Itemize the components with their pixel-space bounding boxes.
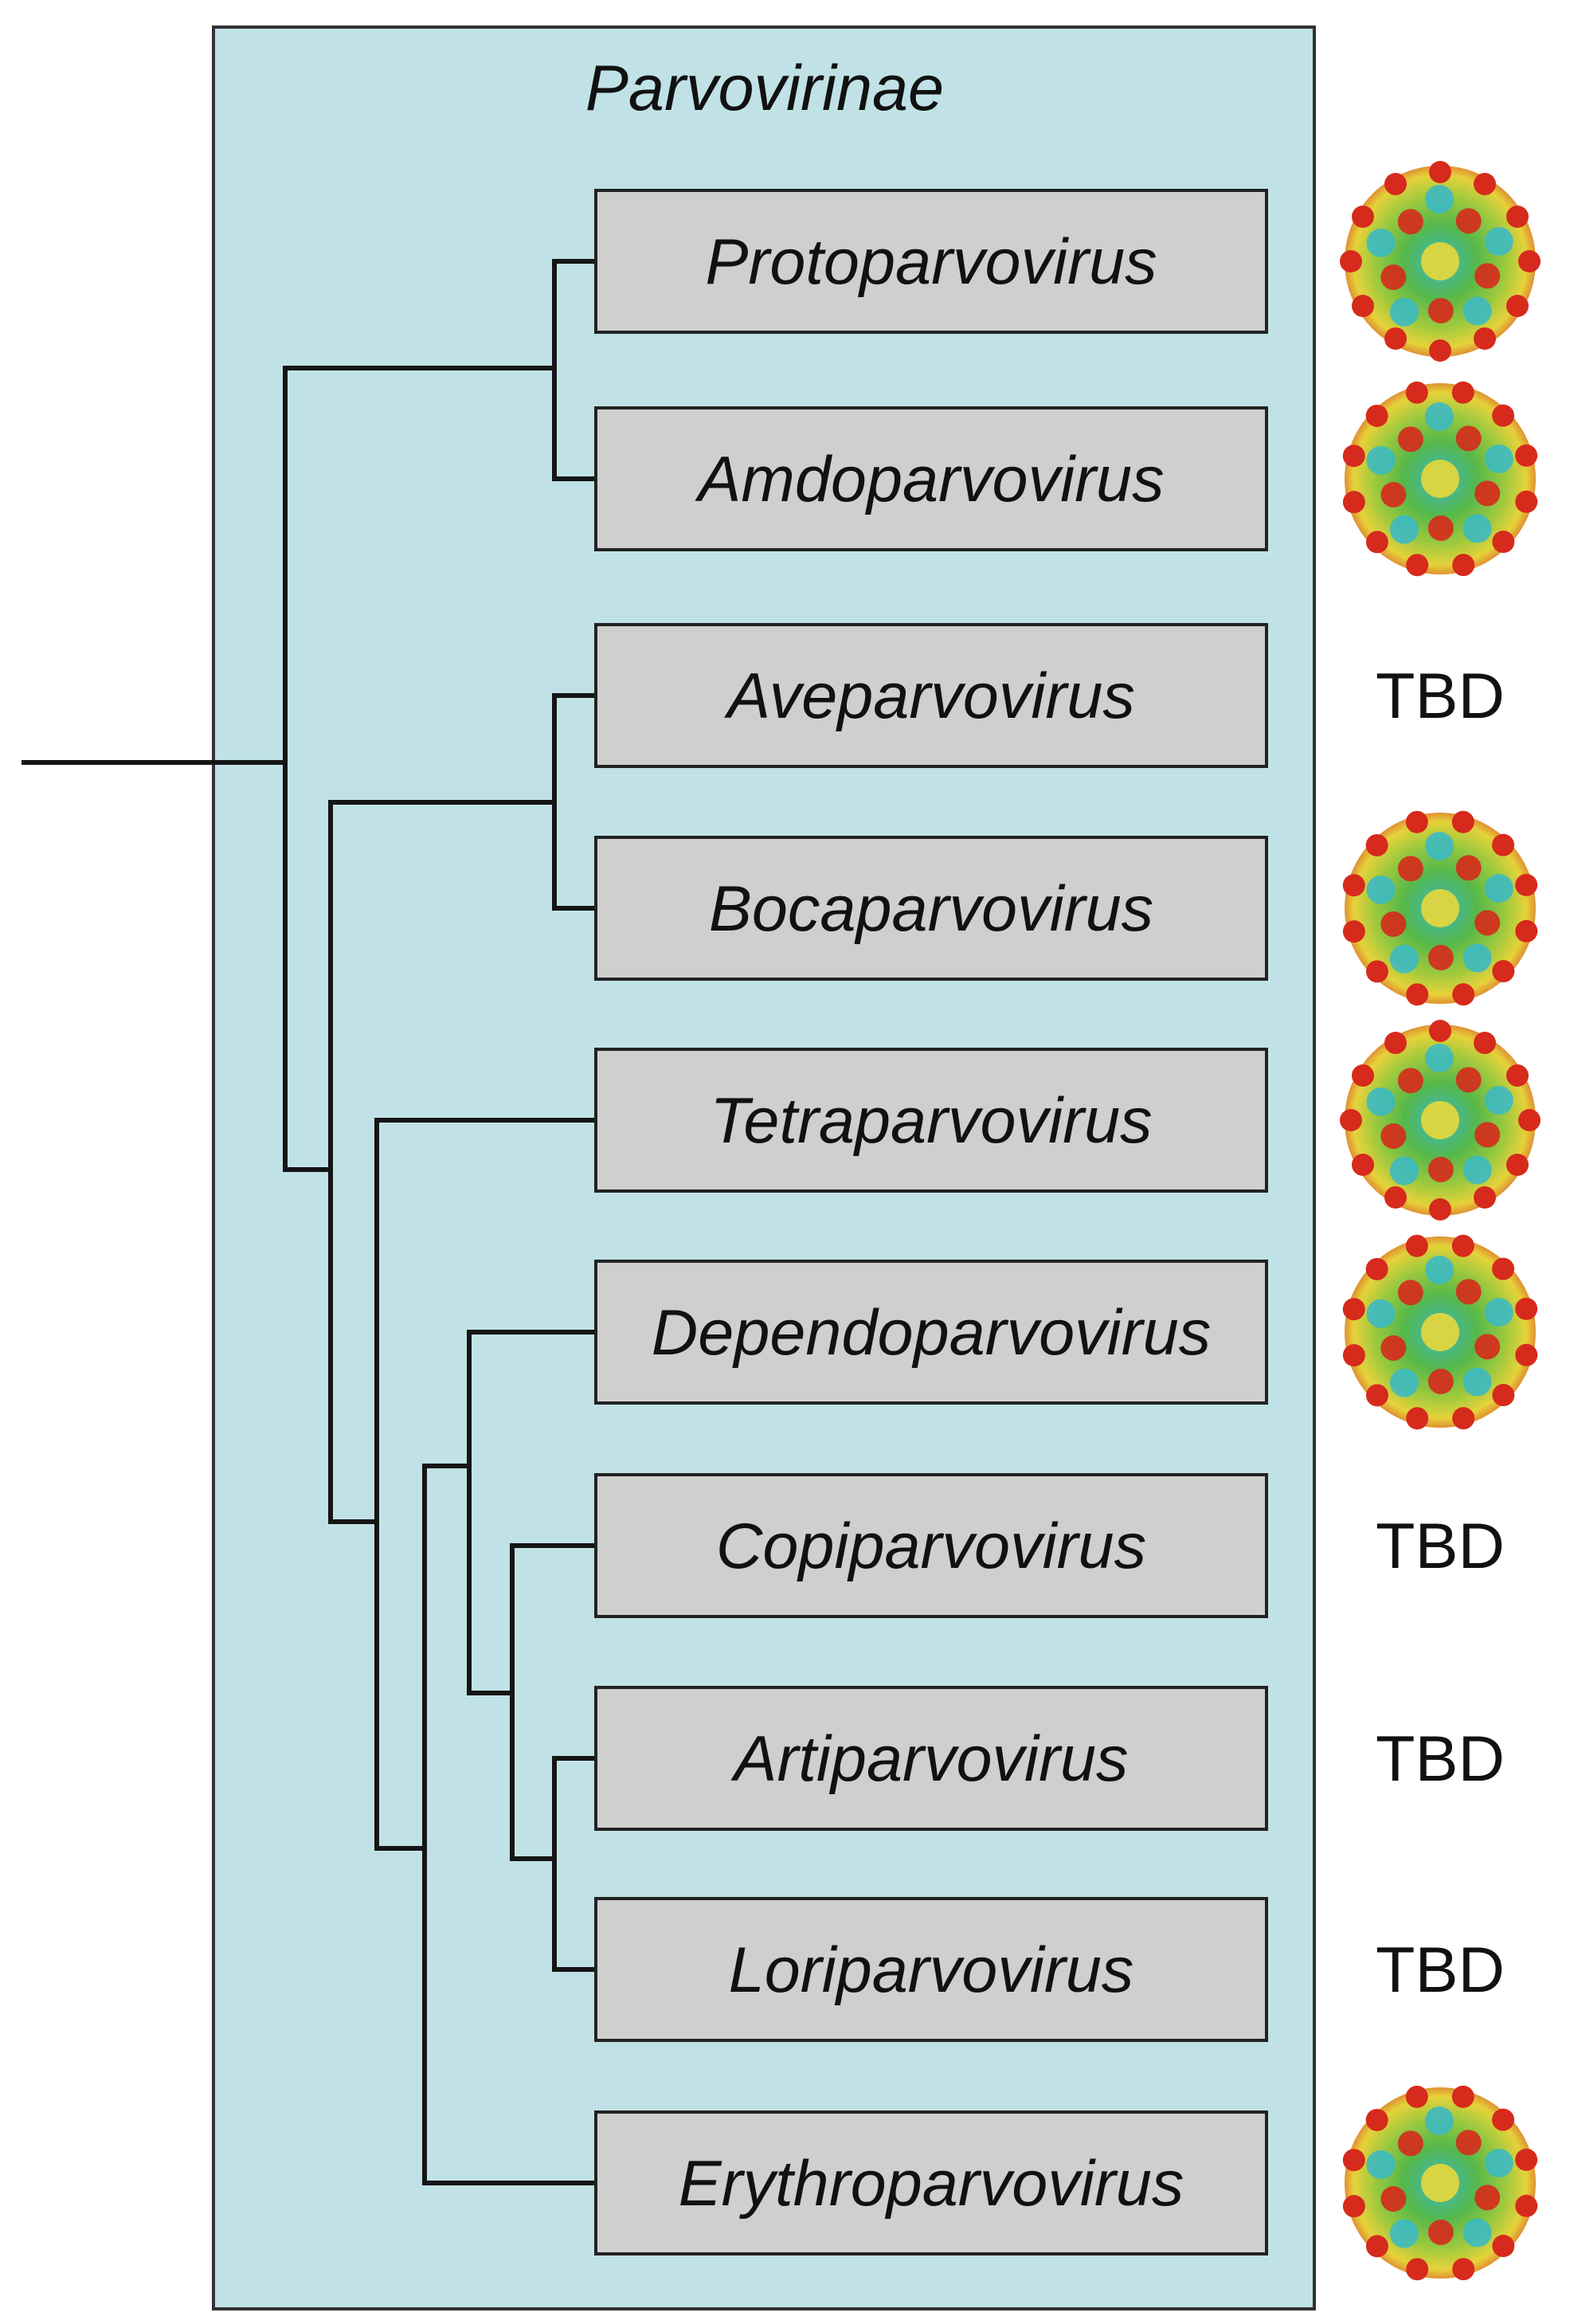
genus-protoparvovirus: Protoparvovirus — [594, 189, 1268, 334]
genus-erythroparvovirus: Erythroparvovirus — [594, 2110, 1268, 2255]
structure-tbd-label: TBD — [1376, 1934, 1505, 2006]
genus-box — [594, 189, 1268, 334]
genus-tetraparvovirus: Tetraparvovirus — [594, 1048, 1268, 1193]
genus-loriparvovirus: Loriparvovirus — [594, 1897, 1268, 2042]
genus-copiparvovirus: Copiparvovirus — [594, 1473, 1268, 1618]
structure-tbd-label: TBD — [1376, 1511, 1505, 1582]
genus-label: Aveparvovirus — [724, 660, 1135, 732]
genus-dependoparvovirus: Dependoparvovirus — [594, 1260, 1268, 1405]
genus-label: Erythroparvovirus — [679, 2148, 1184, 2220]
genus-box — [594, 1897, 1268, 2042]
structure-column: TBD TBD TBD TBD — [1340, 161, 1541, 2281]
capsid-structure-icon — [1342, 381, 1538, 577]
genus-box — [594, 2110, 1268, 2255]
genus-aveparvovirus: Aveparvovirus — [594, 623, 1268, 768]
genus-label: Bocaparvovirus — [709, 873, 1153, 945]
genus-box — [594, 836, 1268, 981]
genus-label: Protoparvovirus — [705, 226, 1157, 298]
genus-artiparvovirus: Artiparvovirus — [594, 1686, 1268, 1831]
subfamily-title: Parvovirinae — [585, 53, 944, 124]
genus-box — [594, 1686, 1268, 1831]
capsid-structure-icon — [1342, 810, 1538, 1006]
capsid-structure-icon — [1340, 1020, 1541, 1221]
genus-box — [594, 1473, 1268, 1618]
capsid-structure-icon — [1342, 1234, 1538, 1430]
capsid-structure-icon — [1340, 161, 1541, 362]
genus-bocaparvovirus: Bocaparvovirus — [594, 836, 1268, 981]
tree-branches — [22, 259, 598, 2185]
genus-label: Artiparvovirus — [730, 1723, 1128, 1795]
genus-label: Amdoparvovirus — [695, 444, 1164, 515]
capsid-structure-icon — [1342, 2085, 1538, 2281]
genus-label: Copiparvovirus — [716, 1511, 1146, 1582]
genus-label: Dependoparvovirus — [652, 1297, 1211, 1369]
genus-box — [594, 1260, 1268, 1405]
structure-tbd-label: TBD — [1376, 1723, 1505, 1795]
genus-box — [594, 406, 1268, 551]
genus-boxes: ProtoparvovirusAmdoparvovirusAveparvovir… — [594, 189, 1268, 2255]
genus-box — [594, 623, 1268, 768]
genus-amdoparvovirus: Amdoparvovirus — [594, 406, 1268, 551]
genus-label: Tetraparvovirus — [710, 1085, 1152, 1157]
genus-box — [594, 1048, 1268, 1193]
genus-label: Loriparvovirus — [729, 1934, 1134, 2006]
structure-tbd-label: TBD — [1376, 660, 1505, 732]
